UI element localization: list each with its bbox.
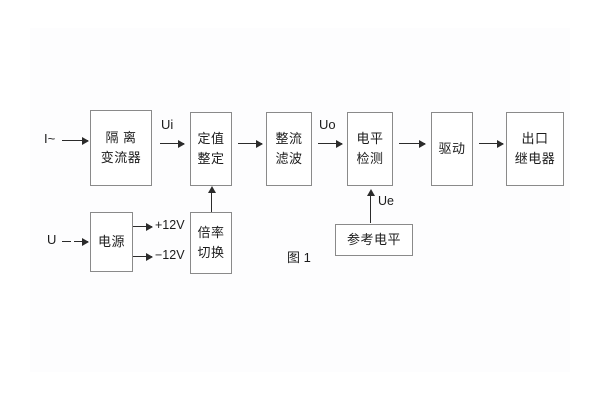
arrow-level-to-driver: [399, 139, 426, 148]
arrow-setpoint-to-rectify: [238, 139, 263, 148]
block-line-2: 检测: [356, 151, 384, 166]
block-rectify-filter[interactable]: 整流 滤波: [266, 112, 312, 186]
block-line-1: 电平: [356, 130, 384, 146]
block-isolation-transformer[interactable]: 隔 离 变流器: [90, 110, 152, 186]
rail-negative-label: −12V: [155, 248, 185, 262]
lead-voltage-input: [62, 241, 71, 242]
rail-positive-label: +12V: [155, 218, 185, 232]
signal-label-ui: Ui: [161, 117, 174, 132]
arrow-voltage-to-power-supply: [74, 237, 89, 246]
block-output-relay[interactable]: 出口 继电器: [506, 112, 564, 186]
voltage-input-label: U: [47, 232, 57, 247]
arrow-reference-to-level: [366, 189, 375, 223]
block-power-supply[interactable]: 电源: [90, 212, 133, 272]
block-multiplier-switch[interactable]: 倍率 切换: [190, 212, 232, 274]
block-line-1: 倍率: [197, 224, 225, 240]
block-reference-level[interactable]: 参考电平: [335, 224, 413, 256]
block-line-2: 变流器: [100, 150, 142, 165]
block-line-2: 滤波: [275, 151, 303, 166]
block-driver[interactable]: 驱动: [431, 112, 473, 186]
arrow-multiplier-to-setpoint: [207, 186, 216, 212]
signal-label-ue: Ue: [378, 194, 394, 208]
arrow-rail-negative: [133, 252, 153, 261]
block-line-1: 隔 离: [105, 129, 137, 145]
arrow-isolation-to-setpoint: [160, 139, 185, 148]
block-line-2: 整定: [197, 151, 225, 166]
block-line-2: 继电器: [514, 151, 556, 166]
arrow-rail-positive: [133, 222, 153, 231]
block-setpoint-adjust[interactable]: 定值 整定: [190, 112, 232, 186]
block-line-2: 切换: [197, 245, 225, 260]
current-input-label: I~: [44, 131, 56, 146]
figure-caption: 图 1: [287, 250, 311, 265]
block-level-detect[interactable]: 电平 检测: [347, 112, 393, 186]
arrow-current-to-isolation: [62, 136, 89, 145]
figure-panel: [30, 28, 570, 372]
block-line-1: 参考电平: [346, 231, 401, 247]
arrow-rectify-to-level: [318, 139, 343, 148]
block-line-1: 出口: [521, 130, 549, 146]
arrow-driver-to-relay: [479, 139, 504, 148]
signal-label-uo: Uo: [319, 117, 336, 132]
block-line-1: 电源: [97, 233, 125, 249]
block-line-1: 驱动: [438, 140, 466, 156]
block-line-1: 整流: [275, 130, 303, 146]
block-line-1: 定值: [197, 130, 225, 146]
